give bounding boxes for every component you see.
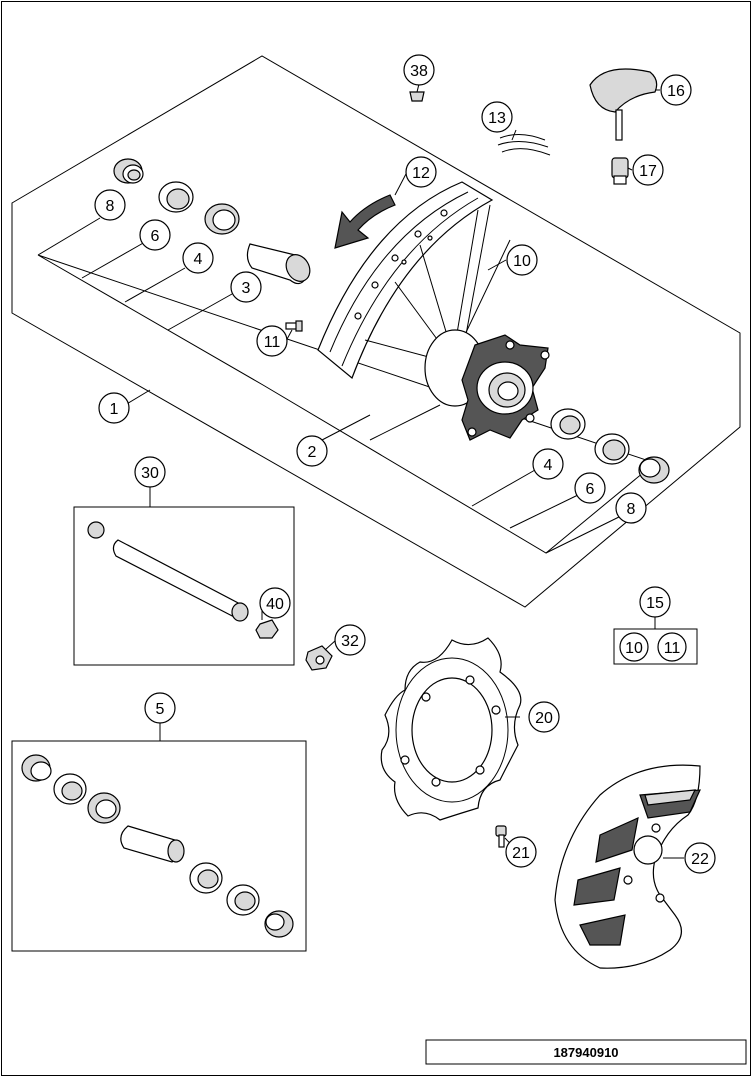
callout-2-label: 2 bbox=[308, 444, 317, 461]
rim-2 bbox=[317, 181, 494, 379]
callout-15-10: 10 bbox=[619, 632, 649, 662]
callout-15-10-label: 10 bbox=[625, 640, 643, 657]
bearing-kit-box bbox=[11, 740, 307, 952]
callout-4-upper: 4 bbox=[182, 242, 214, 274]
spacer-8-upper bbox=[113, 158, 144, 184]
callout-22-label: 22 bbox=[691, 851, 709, 868]
callout-6-upper-label: 6 bbox=[151, 228, 160, 245]
document-number: 187940910 bbox=[553, 1045, 618, 1060]
callout-38-label: 38 bbox=[410, 63, 428, 80]
callout-30: 30 bbox=[134, 456, 166, 488]
callout-10: 10 bbox=[506, 244, 538, 276]
spacer-8-lower bbox=[638, 456, 670, 484]
callout-22: 22 bbox=[684, 842, 716, 874]
callout-30-label: 30 bbox=[141, 465, 159, 482]
axle-kit-box bbox=[73, 506, 295, 666]
seal-ring-6-upper bbox=[158, 181, 194, 213]
bearing-4-upper bbox=[204, 203, 240, 235]
wheel-assembly-box bbox=[11, 55, 741, 608]
valve-11 bbox=[285, 320, 303, 332]
callout-11-label: 11 bbox=[264, 334, 281, 351]
brake-disc-20 bbox=[380, 637, 522, 821]
hub bbox=[424, 329, 550, 441]
callout-6-lower-label: 6 bbox=[586, 481, 595, 498]
callout-6-lower: 6 bbox=[574, 472, 606, 504]
callout-5-label: 5 bbox=[156, 701, 165, 718]
callout-1: 1 bbox=[98, 392, 130, 424]
callout-15-label: 15 bbox=[646, 595, 664, 612]
callout-1-label: 1 bbox=[110, 401, 119, 418]
spacer-sleeve-3 bbox=[246, 243, 311, 285]
callout-3: 3 bbox=[230, 271, 262, 303]
callout-4-upper-label: 4 bbox=[194, 251, 203, 268]
callout-13-label: 13 bbox=[488, 110, 506, 127]
spokes bbox=[364, 204, 511, 361]
seal-ring-6-lower bbox=[594, 433, 630, 465]
callout-10-label: 10 bbox=[513, 253, 531, 270]
callout-32-label: 32 bbox=[341, 633, 359, 650]
nipple-17 bbox=[611, 157, 629, 185]
callout-3-label: 3 bbox=[242, 280, 251, 297]
callout-15-11-label: 11 bbox=[664, 640, 681, 657]
callout-40: 40 bbox=[259, 587, 291, 619]
callout-21-label: 21 bbox=[512, 845, 530, 862]
callout-8-lower-label: 8 bbox=[627, 501, 636, 518]
callout-20-label: 20 bbox=[535, 710, 553, 727]
cap-38 bbox=[409, 91, 425, 102]
callout-15-11: 11 bbox=[657, 632, 687, 662]
callout-40-label: 40 bbox=[266, 596, 284, 613]
callout-8-upper: 8 bbox=[94, 189, 126, 221]
callout-11: 11 bbox=[256, 325, 288, 357]
rim-tape-13 bbox=[497, 134, 551, 156]
callout-8-upper-label: 8 bbox=[106, 198, 115, 215]
nut-40 bbox=[255, 619, 279, 639]
callout-17: 17 bbox=[632, 154, 664, 186]
callout-16-label: 16 bbox=[667, 83, 685, 100]
callout-38: 38 bbox=[403, 54, 435, 86]
callout-5: 5 bbox=[144, 692, 176, 724]
rotation-arrow-icon bbox=[334, 194, 396, 249]
bearing-kit-parts bbox=[21, 754, 294, 938]
callout-4-lower: 4 bbox=[532, 448, 564, 480]
screw-21 bbox=[495, 825, 507, 848]
callout-12: 12 bbox=[405, 156, 437, 188]
callout-4-lower-label: 4 bbox=[544, 457, 553, 474]
tube-16 bbox=[589, 68, 658, 141]
callout-15: 15 bbox=[639, 586, 671, 618]
callout-12-label: 12 bbox=[412, 165, 430, 182]
axle-30 bbox=[87, 521, 249, 622]
document-number-box: 187940910 bbox=[425, 1039, 747, 1065]
callout-16: 16 bbox=[660, 74, 692, 106]
callout-13: 13 bbox=[481, 101, 513, 133]
nut-32 bbox=[305, 645, 333, 671]
callout-17-label: 17 bbox=[639, 163, 657, 180]
callout-8-lower: 8 bbox=[615, 492, 647, 524]
callout-32: 32 bbox=[334, 624, 366, 656]
callout-6-upper: 6 bbox=[139, 219, 171, 251]
callout-2: 2 bbox=[296, 435, 328, 467]
bearing-4-lower bbox=[550, 408, 586, 440]
disc-guard-22 bbox=[554, 764, 701, 969]
callout-21: 21 bbox=[505, 836, 537, 868]
callout-20: 20 bbox=[528, 701, 560, 733]
